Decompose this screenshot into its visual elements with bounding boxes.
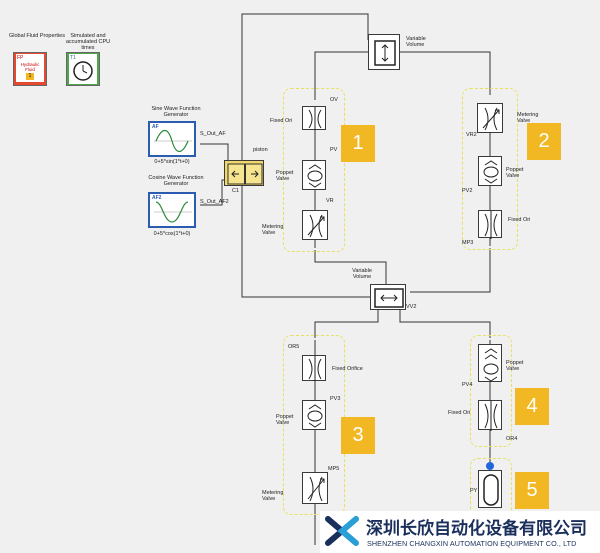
- cpu-clock-face: T1: [69, 54, 97, 84]
- top-variable-volume[interactable]: [368, 34, 400, 70]
- g3-fixed-orifice[interactable]: [302, 355, 326, 382]
- g1-port-pv: PV: [330, 147, 338, 153]
- g3-poppet-valve[interactable]: [302, 400, 326, 430]
- cosine-tag: AF2: [152, 195, 162, 201]
- mid-variable-volume[interactable]: [370, 284, 406, 310]
- orifice-icon: [484, 401, 498, 431]
- piston-label: piston: [253, 147, 268, 153]
- volume-up-down-icon: [374, 40, 396, 66]
- g3-orifice-label: Fixed Orifice: [332, 366, 363, 372]
- orifice-icon: [308, 107, 322, 131]
- company-name-cn: 深圳长欣自动化设备有限公司: [366, 519, 587, 539]
- g5-port-dot: [486, 462, 494, 470]
- cosine-formula: 0+5*cos(1*t+0): [153, 231, 191, 237]
- volume-left-right-icon: [374, 288, 404, 308]
- g1-poppet-valve[interactable]: [302, 160, 326, 190]
- accumulator-icon: [483, 474, 499, 506]
- g2-poppet-valve[interactable]: [478, 156, 502, 186]
- sine-tag: AF: [152, 124, 159, 130]
- g2-fixed-orifice[interactable]: [478, 210, 502, 239]
- global-fluid-label: Global Fluid Properties: [9, 33, 65, 39]
- mid-volume-id: VV2: [406, 304, 417, 310]
- hydraulic-fluid-num: 1: [26, 73, 34, 80]
- g1-orifice-label: Fixed Ori: [270, 118, 293, 124]
- mid-volume-label: Variable Volume: [352, 268, 372, 280]
- g1-port-vr: VR: [326, 198, 334, 204]
- g1-metering-valve[interactable]: [302, 210, 328, 240]
- g4-orifice-label: Fixed Ori: [448, 410, 471, 416]
- metering-icon: [307, 476, 325, 502]
- g3-port-mp5: MP5: [328, 466, 340, 472]
- sine-title: Sine Wave Function Generator: [151, 106, 201, 118]
- sine-port: S_Out_AF: [200, 131, 226, 137]
- group-2-frame: [462, 88, 518, 250]
- g2-metering-label: Metering Valve: [517, 112, 539, 124]
- sine-wave-icon: [154, 129, 192, 153]
- g3-poppet-label: Poppet Valve: [276, 414, 294, 426]
- group-1-frame: [283, 88, 345, 252]
- poppet-icon: [307, 404, 323, 428]
- g1-poppet-label: Poppet Valve: [276, 170, 294, 182]
- g2-poppet-label: Poppet Valve: [506, 167, 524, 179]
- company-banner: 深圳长欣自动化设备有限公司 SHENZHEN CHANGXIN AUTOMATI…: [320, 511, 600, 553]
- g4-poppet-valve[interactable]: [478, 344, 502, 382]
- hydraulic-fluid-icon-face: FP Hydraulic Fluid 1: [16, 54, 44, 82]
- piston-icon: [227, 163, 263, 185]
- metering-icon: [482, 107, 500, 131]
- company-name-en: SHENZHEN CHANGXIN AUTOMATION EQUIPMENT C…: [367, 539, 577, 548]
- metering-icon: [307, 214, 325, 238]
- g1-fixed-orifice[interactable]: [302, 106, 326, 131]
- g3-port-pv3: PV3: [330, 396, 341, 402]
- cpu-time-label: Simulated and accumulated CPU times: [65, 33, 111, 51]
- g2-port-vr2: VR2: [466, 132, 477, 138]
- cosine-title: Cosine Wave Function Generator: [148, 175, 204, 187]
- piston-actuator[interactable]: [224, 160, 264, 186]
- orifice-icon: [484, 211, 498, 239]
- cpu-clock-icon[interactable]: T1: [66, 52, 100, 86]
- g2-port-mp3: MP3: [462, 240, 474, 246]
- g5-port-py: PY: [470, 488, 478, 494]
- tile-4: 4: [515, 388, 549, 425]
- g1-metering-label: Metering Valve: [262, 224, 284, 236]
- g3-metering-valve[interactable]: [302, 472, 328, 504]
- g2-port-pv2: PV2: [462, 188, 473, 194]
- g4-poppet-label: Poppet Valve: [506, 360, 524, 372]
- sine-wave-generator[interactable]: AF: [148, 121, 196, 157]
- g4-port-or4: OR4: [506, 436, 518, 442]
- g3-metering-label: Metering Valve: [262, 490, 284, 502]
- clock-icon: [73, 61, 93, 81]
- cosine-port: S_Out_AF2: [200, 199, 229, 205]
- g2-metering-valve[interactable]: [477, 103, 503, 133]
- tile-2: 2: [527, 123, 561, 160]
- g3-port-or5: OR5: [288, 344, 300, 350]
- hydraulic-fluid-icon[interactable]: FP Hydraulic Fluid 1: [13, 52, 47, 86]
- hydraulic-fluid-tag: FP: [17, 55, 24, 61]
- g4-port-pv4: PV4: [462, 382, 473, 388]
- cpu-clock-tag: T1: [70, 55, 76, 61]
- company-logo-icon: [325, 516, 359, 546]
- poppet-icon: [483, 348, 499, 382]
- cosine-wave-icon: [154, 201, 192, 223]
- piston-id: C1: [232, 188, 240, 194]
- g4-fixed-orifice[interactable]: [478, 400, 502, 431]
- hydraulic-fluid-text: Hydraulic Fluid: [20, 62, 40, 72]
- tile-3: 3: [341, 417, 375, 454]
- sine-formula: 0+5*sin(1*t+0): [154, 159, 190, 165]
- top-volume-label: Variable Volume: [406, 36, 426, 48]
- tile-1: 1: [341, 125, 375, 162]
- g2-orifice-label: Fixed Ori: [508, 217, 531, 223]
- tile-5: 5: [515, 472, 549, 509]
- g1-port-ov: OV: [330, 97, 338, 103]
- cosine-wave-generator[interactable]: AF2: [148, 192, 196, 228]
- poppet-icon: [483, 160, 499, 184]
- g5-accumulator[interactable]: [478, 470, 502, 508]
- orifice-icon: [308, 356, 322, 382]
- poppet-icon: [307, 164, 323, 188]
- group-4-frame: [470, 335, 512, 447]
